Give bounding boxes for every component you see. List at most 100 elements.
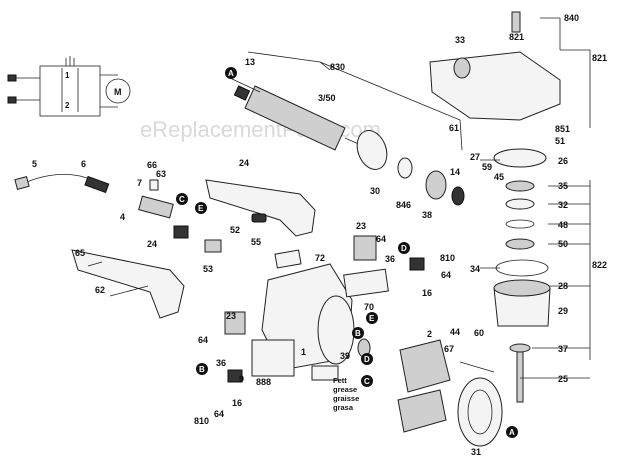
ref-marker-c-top: C — [176, 193, 188, 205]
svg-text:grasa: grasa — [333, 403, 354, 412]
svg-text:E: E — [369, 314, 375, 323]
part-label: 810 — [440, 253, 455, 263]
part-label: 7 — [137, 178, 142, 188]
terminal-1-label: 1 — [65, 71, 70, 80]
part-label: 50 — [558, 239, 568, 249]
part-label: 16 — [422, 288, 432, 298]
svg-text:B: B — [355, 329, 361, 338]
part-label: 16 — [232, 398, 242, 408]
motor-symbol-label: M — [114, 87, 122, 97]
part-number-labels: 5 6 66 7 63 4 24 24 53 52 55 65 62 13 83… — [32, 13, 607, 457]
part-label: 45 — [494, 172, 504, 182]
part-label: 63 — [156, 169, 166, 179]
part-label: 9 — [239, 374, 244, 384]
fan-and-bearings — [356, 130, 465, 206]
ref-marker-a-top: A — [225, 67, 237, 79]
ref-marker-e-bottom: E — [366, 312, 378, 324]
part-label: 13 — [245, 57, 255, 67]
part-label: 31 — [471, 447, 481, 457]
brush-holders — [224, 235, 425, 383]
part-label: 51 — [555, 136, 565, 146]
part-label: 67 — [444, 344, 454, 354]
part-label: 64 — [376, 234, 386, 244]
part-label: 30 — [370, 186, 380, 196]
part-label: 35 — [558, 181, 568, 191]
handle-half-upper — [205, 179, 316, 237]
part-label: 65 — [75, 248, 85, 258]
leader-lines — [247, 17, 591, 379]
part-label: 26 — [558, 156, 568, 166]
svg-text:D: D — [364, 355, 370, 364]
gear-housing — [429, 11, 561, 121]
part-label: 36 — [385, 254, 395, 264]
part-label: 888 — [256, 377, 271, 387]
part-label: 32 — [558, 200, 568, 210]
ref-marker-c-bottom: C — [361, 375, 373, 387]
field-coil — [397, 339, 451, 433]
svg-text:A: A — [228, 69, 234, 78]
part-label: 33 — [455, 35, 465, 45]
field-ring — [457, 377, 503, 447]
gear-parts-stack — [493, 148, 551, 403]
part-label: 822 — [592, 260, 607, 270]
part-label: 64 — [441, 270, 451, 280]
ref-marker-b-top: B — [352, 327, 364, 339]
part-label: 52 — [230, 225, 240, 235]
part-label: 36 — [216, 358, 226, 368]
svg-text:C: C — [179, 195, 185, 204]
svg-text:Fett: Fett — [333, 376, 347, 385]
part-label: 44 — [450, 327, 460, 337]
ref-marker-e-top: E — [195, 202, 207, 214]
svg-text:A: A — [509, 428, 515, 437]
part-label: 830 — [330, 62, 345, 72]
power-cord — [14, 174, 110, 194]
svg-text:D: D — [401, 244, 407, 253]
part-label: 3/50 — [318, 93, 336, 103]
ref-marker-d-bottom: D — [361, 353, 373, 365]
part-label: 39 — [340, 351, 350, 361]
part-label: 60 — [474, 328, 484, 338]
armature — [229, 77, 373, 151]
ref-marker-a-bottom: A — [506, 426, 518, 438]
grease-note: Fett grease graisse grasa — [333, 376, 359, 412]
part-label: 5 — [32, 159, 37, 169]
part-label: 4 — [120, 212, 125, 222]
part-label: 810 — [194, 416, 209, 426]
switch-assembly — [138, 179, 222, 253]
screws-left — [87, 213, 267, 297]
part-label: 851 — [555, 124, 570, 134]
ref-marker-b-bottom: B — [196, 363, 208, 375]
part-label: 23 — [226, 311, 236, 321]
part-label: 28 — [558, 281, 568, 291]
labels-plates — [251, 339, 339, 381]
svg-text:B: B — [199, 365, 205, 374]
part-label: 37 — [558, 344, 568, 354]
part-label: 64 — [214, 409, 224, 419]
part-label: 48 — [558, 220, 568, 230]
part-label: 14 — [450, 167, 460, 177]
ref-marker-d-top: D — [398, 242, 410, 254]
part-label: 38 — [422, 210, 432, 220]
svg-text:graisse: graisse — [333, 394, 359, 403]
svg-text:C: C — [364, 377, 370, 386]
part-label: 6 — [81, 159, 86, 169]
part-label: 24 — [239, 158, 249, 168]
part-label: 25 — [558, 374, 568, 384]
part-label: 61 — [449, 123, 459, 133]
part-label: 1 — [301, 347, 306, 357]
part-label: 27 — [470, 152, 480, 162]
handle-half-lower — [71, 249, 185, 319]
part-label: 70 — [364, 302, 374, 312]
motor-symbol — [105, 78, 131, 104]
part-label: 846 — [396, 200, 411, 210]
part-label: 840 — [564, 13, 579, 23]
part-label: 64 — [198, 335, 208, 345]
part-label: 34 — [470, 264, 480, 274]
part-label: 24 — [147, 239, 157, 249]
svg-text:E: E — [198, 204, 204, 213]
wiring-schematic: 1 2 M — [7, 56, 131, 117]
part-label: 821 — [509, 32, 524, 42]
part-label: 72 — [315, 253, 325, 263]
part-label: 29 — [558, 306, 568, 316]
